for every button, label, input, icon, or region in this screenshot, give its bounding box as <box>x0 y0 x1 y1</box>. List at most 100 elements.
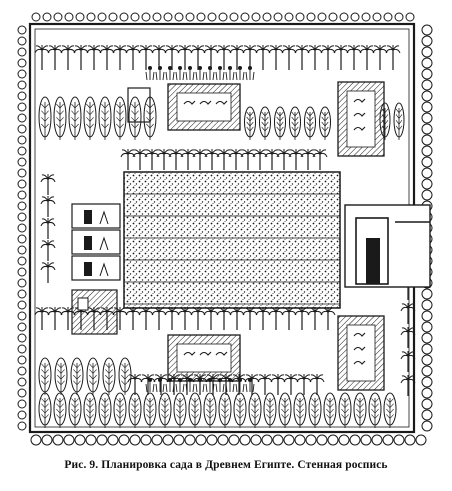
gatehouse <box>71 289 118 335</box>
deciduous-tree <box>203 392 217 428</box>
round-tree <box>17 333 27 343</box>
round-tree <box>17 47 27 57</box>
palm-tree <box>229 45 245 70</box>
round-tree <box>17 366 27 376</box>
round-tree <box>421 145 433 157</box>
round-tree <box>218 12 228 22</box>
deciduous-tree <box>263 392 277 428</box>
deciduous-tree <box>278 392 292 428</box>
round-tree <box>404 434 416 446</box>
round-tree <box>42 12 52 22</box>
round-tree <box>52 434 64 446</box>
papyrus-clump <box>235 66 245 81</box>
palm-tree <box>400 327 416 348</box>
papyrus-clump <box>245 66 255 81</box>
palm-tree <box>138 45 154 70</box>
round-tree <box>17 212 27 222</box>
duck <box>199 351 212 356</box>
deciduous-tree <box>38 357 52 395</box>
palm-tree <box>47 307 63 330</box>
round-tree <box>283 434 295 446</box>
palm-tree <box>257 374 273 395</box>
round-tree <box>421 376 433 388</box>
palm-tree <box>268 45 284 70</box>
round-tree <box>31 12 41 22</box>
round-tree <box>17 278 27 288</box>
round-tree <box>162 434 174 446</box>
duck <box>215 100 228 105</box>
palm-tree <box>216 45 232 70</box>
deciduous-tree <box>289 106 301 140</box>
round-tree <box>151 434 163 446</box>
round-tree <box>421 420 433 432</box>
palm-tree <box>190 307 206 330</box>
deciduous-tree <box>248 392 262 428</box>
round-tree <box>421 134 433 146</box>
palm-tree <box>125 307 141 330</box>
round-tree <box>272 434 284 446</box>
duck <box>353 346 366 351</box>
palm-tree <box>151 45 167 70</box>
palm-tree <box>276 149 292 170</box>
round-tree <box>294 434 306 446</box>
round-tree <box>41 434 53 446</box>
round-tree <box>17 289 27 299</box>
round-tree <box>74 434 86 446</box>
round-tree <box>96 434 108 446</box>
round-tree <box>421 123 433 135</box>
palm-tree <box>120 149 136 170</box>
round-tree <box>317 12 327 22</box>
round-tree <box>421 156 433 168</box>
round-tree <box>119 12 129 22</box>
papyrus-clump <box>145 66 155 81</box>
papyrus-clump <box>225 66 235 81</box>
round-tree <box>421 365 433 377</box>
round-tree <box>349 434 361 446</box>
round-tree <box>30 434 42 446</box>
papyrus-clump <box>165 66 175 81</box>
deciduous-tree <box>368 392 382 428</box>
round-tree <box>17 256 27 266</box>
round-tree <box>130 12 140 22</box>
palm-tree <box>372 45 388 70</box>
deciduous-tree <box>68 392 82 428</box>
palm-tree <box>400 303 416 324</box>
duck <box>215 351 228 356</box>
palm-tree <box>190 45 206 70</box>
round-tree <box>421 354 433 366</box>
duck <box>353 332 366 337</box>
pavilion <box>71 229 121 255</box>
palm-tree <box>294 45 310 70</box>
palm-tree <box>204 149 220 170</box>
figure-caption: Рис. 9. Планировка сада в Древнем Египте… <box>64 459 388 471</box>
round-tree <box>229 12 239 22</box>
round-tree <box>63 434 75 446</box>
palm-tree <box>40 196 56 217</box>
round-tree <box>360 434 372 446</box>
deciduous-tree <box>319 106 331 140</box>
palm-tree <box>40 218 56 239</box>
deciduous-tree <box>188 392 202 428</box>
palm-tree <box>320 45 336 70</box>
round-tree <box>17 69 27 79</box>
palm-tree <box>112 45 128 70</box>
round-tree <box>17 223 27 233</box>
palm-tree <box>86 45 102 70</box>
palm-tree <box>281 45 297 70</box>
round-tree <box>421 35 433 47</box>
round-tree <box>17 80 27 90</box>
round-tree <box>17 201 27 211</box>
deciduous-tree <box>38 96 52 140</box>
round-tree <box>393 434 405 446</box>
round-tree <box>217 434 229 446</box>
round-tree <box>295 12 305 22</box>
palm-tree <box>156 149 172 170</box>
round-tree <box>17 179 27 189</box>
round-tree <box>421 112 433 124</box>
deciduous-tree <box>68 96 82 140</box>
round-tree <box>107 434 119 446</box>
round-tree <box>17 91 27 101</box>
palm-tree <box>312 149 328 170</box>
round-tree <box>17 355 27 365</box>
round-tree <box>17 377 27 387</box>
